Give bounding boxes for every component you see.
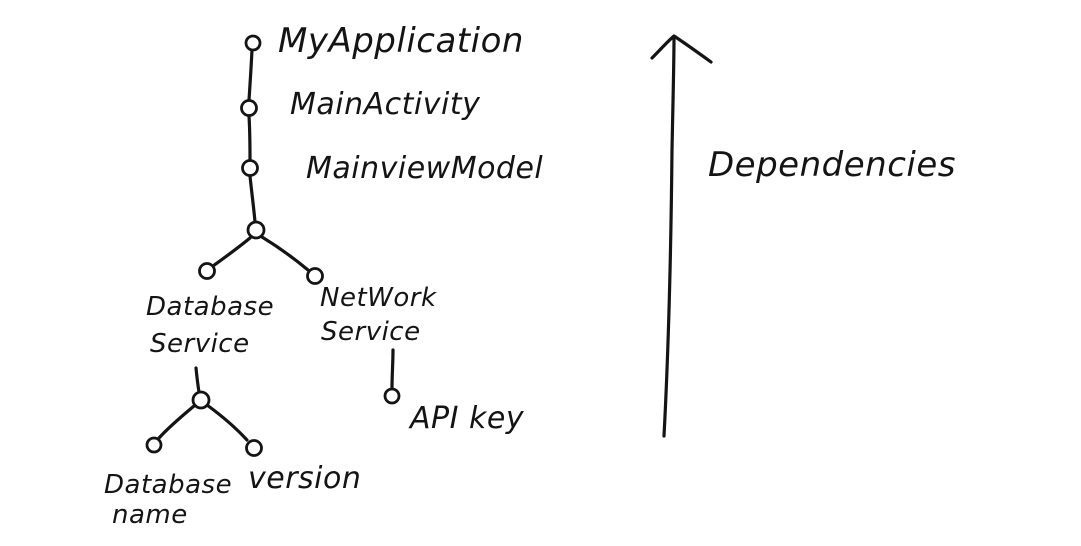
node-databaseservice [198, 262, 216, 280]
edge-networkservice-apikey [390, 348, 395, 390]
node-networkservice [306, 267, 324, 285]
label-version: version [248, 461, 361, 496]
label-databaseservice-line2: Service [150, 329, 250, 359]
label-apikey: API key [408, 401, 525, 436]
node-db-fork [191, 390, 211, 410]
dependencies-arrow-shaft [662, 36, 676, 438]
node-apikey [383, 387, 401, 405]
edge-databaseservice-fork [194, 366, 201, 394]
edge-myapp-mainactivity [247, 48, 254, 102]
edge-fork-networkservice [260, 235, 310, 272]
edge-mainviewmodel-fork [248, 174, 257, 224]
edge-dbfork-databasename [157, 404, 196, 440]
node-mainactivity [240, 99, 258, 117]
label-mainviewmodel: MainviewModel [306, 151, 543, 186]
node-mainviewmodel [241, 159, 259, 177]
label-networkservice-line1: NetWork [320, 283, 437, 313]
node-databasename [145, 436, 163, 454]
label-networkservice-line2: Service [321, 317, 421, 347]
dependencies-arrow-head [650, 34, 713, 64]
node-version [245, 439, 263, 457]
label-databasename-line1: Database [104, 470, 232, 500]
label-myapplication: MyApplication [278, 21, 524, 61]
node-fork [246, 220, 266, 240]
label-databasename-line2: name [112, 500, 188, 530]
edge-mainactivity-mainviewmodel [247, 114, 252, 162]
edge-dbfork-version [205, 403, 249, 442]
edge-fork-databaseservice [211, 236, 252, 268]
label-mainactivity: MainActivity [290, 87, 481, 122]
label-databaseservice-line1: Database [146, 292, 274, 322]
label-dependencies: Dependencies [708, 145, 956, 185]
node-myapplication [244, 34, 262, 52]
